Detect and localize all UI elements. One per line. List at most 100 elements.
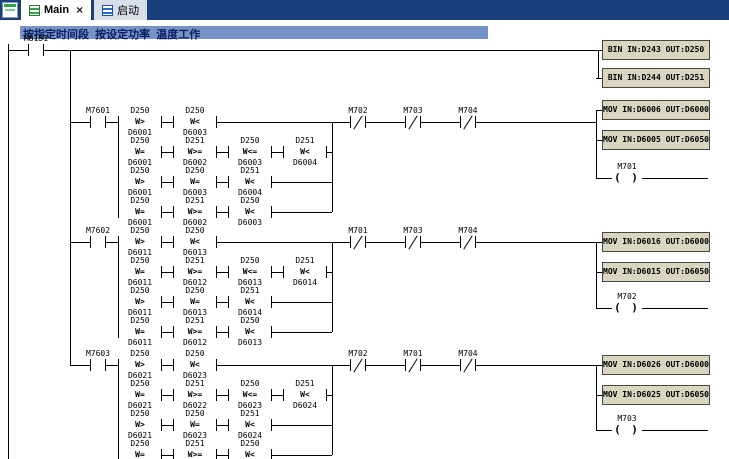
compare-bar bbox=[271, 419, 272, 431]
nc-contact[interactable]: M704 bbox=[438, 350, 498, 374]
function-block[interactable]: MOV IN:D6006 OUT:D6000 bbox=[596, 100, 710, 120]
compare-bottom-operand: D6011 bbox=[127, 308, 153, 317]
function-block[interactable]: BIN IN:D244 OUT:D251 bbox=[596, 68, 710, 88]
no-contact[interactable]: M8151 bbox=[6, 35, 66, 59]
compare-bar bbox=[161, 419, 162, 431]
function-block[interactable]: MOV IN:D6005 OUT:D6050 bbox=[596, 130, 710, 150]
no-contact[interactable]: M7601 bbox=[68, 107, 128, 131]
nc-contact[interactable]: M703 bbox=[383, 107, 443, 131]
tab-close-icon[interactable]: × bbox=[76, 3, 84, 17]
nc-contact[interactable]: M703 bbox=[383, 227, 443, 251]
compare-operator: W= bbox=[135, 450, 145, 459]
contact-bar bbox=[365, 116, 366, 128]
coil-label: M702 bbox=[617, 292, 637, 301]
nc-contact[interactable]: M702 bbox=[328, 107, 388, 131]
compare-bar bbox=[161, 176, 162, 188]
compare-body bbox=[284, 266, 326, 278]
nc-contact[interactable]: M704 bbox=[438, 107, 498, 131]
nc-contact[interactable]: M701 bbox=[328, 227, 388, 251]
output-coil[interactable]: M701( ) bbox=[597, 163, 657, 189]
compare-bar bbox=[173, 449, 174, 459]
rung1-wire bbox=[8, 50, 598, 51]
contact-bar bbox=[460, 236, 461, 248]
function-block[interactable]: MOV IN:D6016 OUT:D6000 bbox=[596, 232, 710, 252]
compare-top-operand: D250 bbox=[240, 136, 260, 145]
compare-body bbox=[119, 206, 161, 218]
compare-bar bbox=[118, 146, 119, 158]
compare-top-operand: D250 bbox=[130, 136, 150, 145]
compare-top-operand: D251 bbox=[240, 286, 260, 295]
contact-label: M7603 bbox=[85, 349, 111, 358]
no-contact[interactable]: M7603 bbox=[68, 350, 128, 374]
compare-bar bbox=[228, 419, 229, 431]
output-coil[interactable]: M702( ) bbox=[597, 293, 657, 319]
ladder-canvas[interactable]: 按指定时间段 按设定功率 温度工作 M8151 BIN IN:D243 OUT:D… bbox=[0, 20, 729, 459]
function-block[interactable]: MOV IN:D6025 OUT:D6050 bbox=[596, 385, 710, 405]
tab-qidong[interactable]: 启动 bbox=[94, 0, 148, 20]
compare-bottom-operand: D6004 bbox=[237, 188, 263, 197]
compare-body bbox=[174, 116, 216, 128]
function-block[interactable]: BIN IN:D243 OUT:D250 bbox=[596, 40, 710, 60]
compare-bar bbox=[283, 146, 284, 158]
compare-top-operand: D250 bbox=[240, 196, 260, 205]
contact-bar bbox=[350, 116, 351, 128]
contact-bar bbox=[105, 236, 106, 248]
compare-body bbox=[174, 266, 216, 278]
nc-contact[interactable]: M704 bbox=[438, 227, 498, 251]
function-block-body: MOV IN:D6025 OUT:D6050 bbox=[602, 385, 710, 405]
compare-bar bbox=[228, 206, 229, 218]
function-block[interactable]: MOV IN:D6015 OUT:D6050 bbox=[596, 262, 710, 282]
rung-comment[interactable]: 按指定时间段 按设定功率 温度工作 bbox=[20, 26, 488, 41]
nc-contact[interactable]: M702 bbox=[328, 350, 388, 374]
compare-top-operand: D250 bbox=[130, 409, 150, 418]
function-block[interactable]: MOV IN:D6026 OUT:D6000 bbox=[596, 355, 710, 375]
contact-bar bbox=[105, 359, 106, 371]
compare-operator: W= bbox=[190, 177, 200, 186]
nc-contact[interactable]: M701 bbox=[383, 350, 443, 374]
compare-bottom-operand: D6022 bbox=[182, 401, 208, 410]
contact-bar bbox=[420, 236, 421, 248]
compare-operator: W>= bbox=[187, 390, 203, 399]
compare-operator: W< bbox=[300, 390, 310, 399]
contact-bar bbox=[28, 44, 29, 56]
compare-bottom-operand: D6003 bbox=[182, 188, 208, 197]
tab-main[interactable]: Main × bbox=[21, 0, 92, 20]
no-contact[interactable]: M7602 bbox=[68, 227, 128, 251]
compare-operator: W> bbox=[135, 420, 145, 429]
output-coil[interactable]: M703( ) bbox=[597, 415, 657, 441]
